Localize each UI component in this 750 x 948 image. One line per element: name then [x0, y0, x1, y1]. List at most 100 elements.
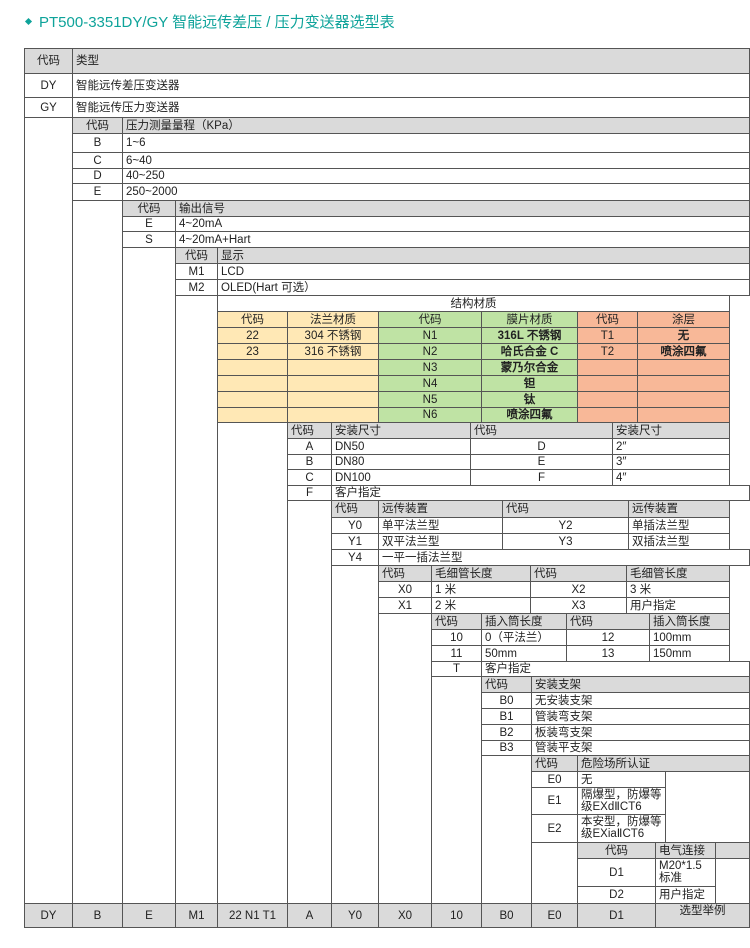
size-name: DN50 — [331, 438, 471, 455]
insert-name: 50mm — [481, 645, 567, 662]
material-header: 代码 — [577, 311, 638, 328]
flange-code — [217, 375, 288, 392]
remote-code: Y4 — [331, 549, 379, 566]
bracket-name: 管装平支架 — [531, 740, 750, 756]
coating-code — [577, 375, 638, 392]
page-title-text: PT500-3351DY/GY 智能远传差压 / 压力变送器选型表 — [39, 13, 395, 31]
remote-name-header: 远传装置 — [378, 500, 503, 518]
insert-code: T — [431, 661, 482, 677]
capillary-code: X3 — [530, 597, 627, 614]
range-code: E — [72, 183, 123, 201]
insert-code: 11 — [431, 645, 482, 662]
remote-name: 单插法兰型 — [628, 517, 730, 534]
capillary-code: X1 — [378, 597, 432, 614]
hazard-name: 隔爆型，防爆等级EXdⅡCT6 — [577, 787, 666, 815]
insert-name-header: 插入筒长度 — [649, 613, 730, 630]
bracket-code-header: 代码 — [481, 676, 532, 693]
capillary-name: 1 米 — [431, 581, 531, 598]
size-code: F — [287, 485, 332, 501]
range-name: 1~6 — [122, 133, 750, 153]
coating-code — [577, 407, 638, 423]
type-code-header: 代码 — [24, 48, 73, 74]
output-code: S — [122, 231, 176, 248]
capillary-name-header: 毛细管长度 — [431, 565, 531, 582]
flange-code — [217, 391, 288, 408]
bracket-code: B0 — [481, 692, 532, 709]
diaphragm-code: N1 — [378, 327, 482, 344]
output-name: 4~20mA+Hart — [175, 231, 750, 248]
range-code: B — [72, 133, 123, 153]
output-code-header: 代码 — [122, 200, 176, 217]
electrical-code: D1 — [577, 858, 656, 887]
type-spine — [24, 117, 73, 904]
coating-name — [637, 359, 730, 376]
flange-name: 316 不锈钢 — [287, 343, 379, 360]
insert-code-header: 代码 — [566, 613, 650, 630]
size-code-header: 代码 — [470, 422, 613, 439]
remote-code: Y0 — [331, 517, 379, 534]
remote-name: 双插法兰型 — [628, 533, 730, 550]
diaphragm-name: 钛 — [481, 391, 578, 408]
bracket-code: B2 — [481, 724, 532, 741]
size-code: A — [287, 438, 332, 455]
electrical-name: 用户指定 — [655, 886, 716, 904]
insert-name: 0（平法兰） — [481, 629, 567, 646]
hazard-name: 无 — [577, 771, 666, 788]
example-code: B0 — [481, 903, 532, 928]
hazard-code-header: 代码 — [531, 755, 578, 772]
insert-code: 13 — [566, 645, 650, 662]
flange-code: 23 — [217, 343, 288, 360]
flange-code — [217, 359, 288, 376]
coating-name — [637, 375, 730, 392]
flange-name — [287, 407, 379, 423]
material-header: 代码 — [217, 311, 288, 328]
capillary-code: X0 — [378, 581, 432, 598]
range-name: 40~250 — [122, 168, 750, 184]
remote-name: 双平法兰型 — [378, 533, 503, 550]
range-name: 250~2000 — [122, 183, 750, 201]
remote-code-header: 代码 — [502, 500, 629, 518]
remote-name: 一平一插法兰型 — [378, 549, 750, 566]
example-code: A — [287, 903, 332, 928]
output-name: 4~20mA — [175, 216, 750, 232]
capillary-name: 3 米 — [626, 581, 730, 598]
display-code-header: 代码 — [175, 247, 218, 264]
capillary-code: X2 — [530, 581, 627, 598]
capillary-name: 2 米 — [431, 597, 531, 614]
output-name-header: 输出信号 — [175, 200, 750, 217]
output-code: E — [122, 216, 176, 232]
coating-name: 无 — [637, 327, 730, 344]
size-name: 4″ — [612, 469, 730, 486]
example-code: E — [122, 903, 176, 928]
capillary-name-header: 毛细管长度 — [626, 565, 730, 582]
example-code: B — [72, 903, 123, 928]
flange-name — [287, 359, 379, 376]
electrical-name: M20*1.5标准 — [655, 858, 716, 887]
size-name: 2″ — [612, 438, 730, 455]
flange-name — [287, 375, 379, 392]
example-code: E0 — [531, 903, 578, 928]
flange-code — [217, 407, 288, 423]
range-name: 6~40 — [122, 152, 750, 169]
hazard-blank — [665, 771, 750, 843]
hazard-code: E1 — [531, 787, 578, 815]
size-spine — [287, 500, 332, 904]
material-header: 膜片材质 — [481, 311, 578, 328]
remote-name: 单平法兰型 — [378, 517, 503, 534]
bracket-name-header: 安装支架 — [531, 676, 750, 693]
diaphragm-code: N2 — [378, 343, 482, 360]
remote-name-header: 远传装置 — [628, 500, 730, 518]
bracket-spine — [481, 755, 532, 904]
coating-code: T1 — [577, 327, 638, 344]
diaphragm-code: N5 — [378, 391, 482, 408]
bracket-code: B3 — [481, 740, 532, 756]
example-label: 选型举例 — [655, 903, 750, 928]
insert-name: 150mm — [649, 645, 730, 662]
type-code: DY — [24, 73, 73, 98]
size-code: F — [470, 469, 613, 486]
type-name: 智能远传压力变送器 — [72, 97, 750, 118]
size-name: 客户指定 — [331, 485, 750, 501]
range-name-header: 压力测量量程（KPa） — [122, 117, 750, 134]
material-header: 代码 — [378, 311, 482, 328]
